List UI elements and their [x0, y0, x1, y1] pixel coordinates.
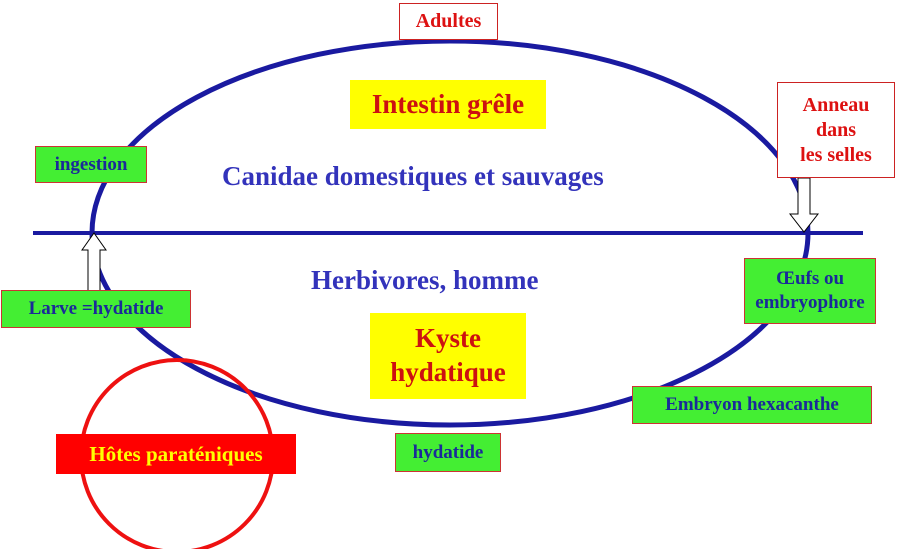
cyst-line-1: Kyste	[415, 323, 481, 354]
ingestion-label: ingestion	[35, 146, 147, 183]
ring-line-1: Anneau	[802, 93, 870, 116]
intestine-label: Intestin grêle	[350, 80, 546, 129]
paratenic-hosts-label: Hôtes paraténiques	[56, 434, 296, 474]
hydatid-label: hydatide	[395, 433, 501, 472]
ring-line-2: dans	[815, 118, 857, 141]
adults-label: Adultes	[399, 3, 498, 40]
larva-label: Larve =hydatide	[1, 290, 191, 328]
ring-line-3: les selles	[800, 143, 872, 166]
cyst-label: Kyste hydatique	[370, 313, 526, 399]
eggs-line-1: Œufs ou	[775, 268, 845, 290]
down-arrow-icon	[788, 177, 820, 233]
embryo-label: Embryon hexacanthe	[632, 386, 872, 424]
eggs-label: Œufs ou embryophore	[744, 258, 876, 324]
definitive-host-label: Canidae domestiques et sauvages	[222, 161, 604, 191]
up-arrow-icon	[81, 232, 107, 292]
cyst-line-2: hydatique	[390, 357, 506, 387]
eggs-line-2: embryophore	[755, 292, 865, 313]
intermediate-host-label: Herbivores, homme	[311, 265, 539, 295]
ring-in-feces-label: Anneau dans les selles	[777, 82, 895, 178]
